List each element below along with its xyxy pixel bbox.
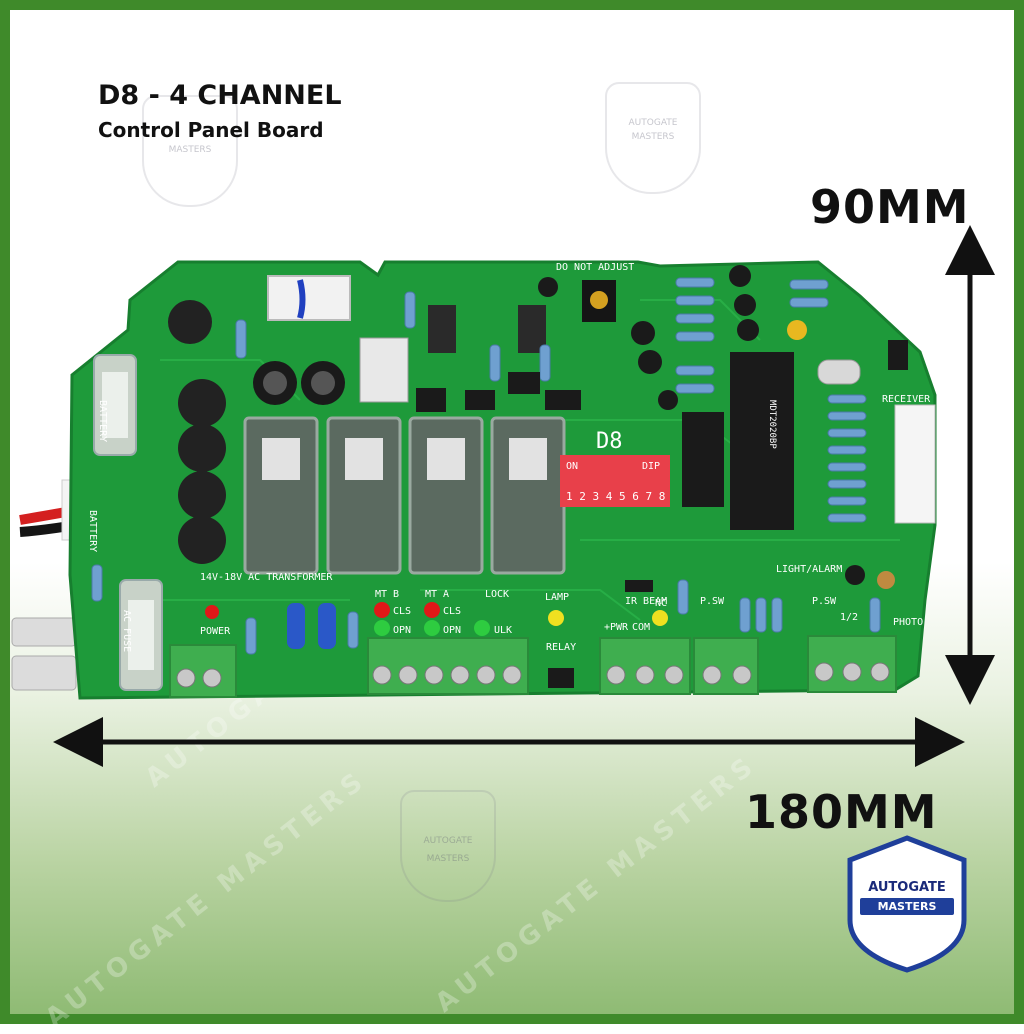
mt-a-label: MT A — [425, 589, 449, 600]
power-label: POWER — [200, 626, 231, 637]
watermark-brand: AUTOGATE — [423, 836, 473, 846]
transistors — [538, 265, 895, 589]
terminal-screws — [176, 662, 890, 688]
receiver-label: RECEIVER — [882, 394, 931, 405]
nc-label: NC — [655, 598, 667, 609]
ulk-label: ULK — [494, 625, 512, 636]
cls-label: CLS — [443, 606, 461, 617]
ac-fuse-label: AC FUSE — [121, 610, 132, 652]
watermark-logo: MASTERS — [142, 95, 238, 207]
battery-fuse — [93, 354, 137, 456]
relay-coils — [262, 438, 547, 480]
heatsink — [359, 337, 409, 403]
opn-label: OPN — [443, 625, 461, 636]
dip-on-label: ON — [566, 461, 578, 472]
watermark-brand: AUTOGATE — [628, 118, 678, 128]
chip-marking: MDT2020BP — [767, 400, 777, 449]
x-capacitor — [287, 603, 305, 649]
x-capacitor — [318, 603, 336, 649]
photo-label: PHOTO — [893, 617, 923, 628]
microcontroller-chip — [730, 352, 794, 530]
power-resistor — [267, 275, 351, 321]
dip-switch: ON DIP 1 2 3 4 5 6 7 8 — [560, 455, 670, 507]
lock-label: LOCK — [485, 589, 509, 600]
ac-connectors — [11, 617, 77, 691]
product-title: D8 - 4 CHANNEL — [98, 80, 342, 111]
status-leds — [205, 602, 668, 636]
cls-label: CLS — [393, 606, 411, 617]
battery-label: BATTERY — [87, 510, 98, 552]
ic-chip — [682, 412, 724, 507]
height-dimension-label: 90MM — [810, 180, 970, 234]
pin-headers — [416, 340, 908, 688]
p-sw-label: P.SW — [812, 596, 837, 607]
ac-fuse — [119, 579, 163, 691]
board-model-label: D8 — [596, 429, 623, 454]
watermark-brand: MASTERS — [426, 854, 470, 864]
brand-logo: AUTOGATE MASTERS — [844, 834, 970, 974]
watermark-logo: AUTOGATE MASTERS — [400, 790, 496, 902]
pwr-label: +PWR — [604, 622, 629, 633]
brand-line2: MASTERS — [860, 898, 954, 915]
rectifier-diodes — [168, 300, 226, 564]
lamp-label: LAMP — [545, 592, 569, 603]
dip-label: DIP — [642, 461, 660, 472]
crystal-oscillator — [817, 359, 861, 385]
brand-line1: AUTOGATE — [868, 880, 946, 895]
receiver-connector — [894, 404, 936, 524]
half-label: 1/2 — [840, 612, 858, 623]
mt-b-label: MT B — [375, 589, 399, 600]
watermark-brand: MASTERS — [168, 145, 212, 155]
battery-label: BATTERY — [97, 400, 108, 442]
voltage-regulator — [428, 305, 456, 353]
product-subtitle: Control Panel Board — [98, 118, 324, 142]
width-dimension-label: 180MM — [745, 785, 938, 839]
watermark-brand: MASTERS — [631, 132, 675, 142]
resistor-array — [91, 277, 881, 655]
do-not-adjust-label: DO NOT ADJUST — [556, 262, 634, 273]
ir-beam-label: IR BEAM — [625, 596, 667, 607]
light-alarm-label: LIGHT/ALARM — [776, 564, 842, 575]
relay-label: RELAY — [546, 642, 576, 653]
dip-numbers: 1 2 3 4 5 6 7 8 — [566, 490, 665, 503]
com-label: COM — [632, 622, 650, 633]
electrolytic-capacitors — [253, 321, 678, 410]
p-sw-label: P.SW — [700, 596, 725, 607]
watermark-logo: AUTOGATE MASTERS — [605, 82, 701, 194]
opn-label: OPN — [393, 625, 411, 636]
voltage-regulator — [518, 305, 546, 353]
transformer-label: 14V-18V AC TRANSFORMER — [200, 572, 333, 583]
